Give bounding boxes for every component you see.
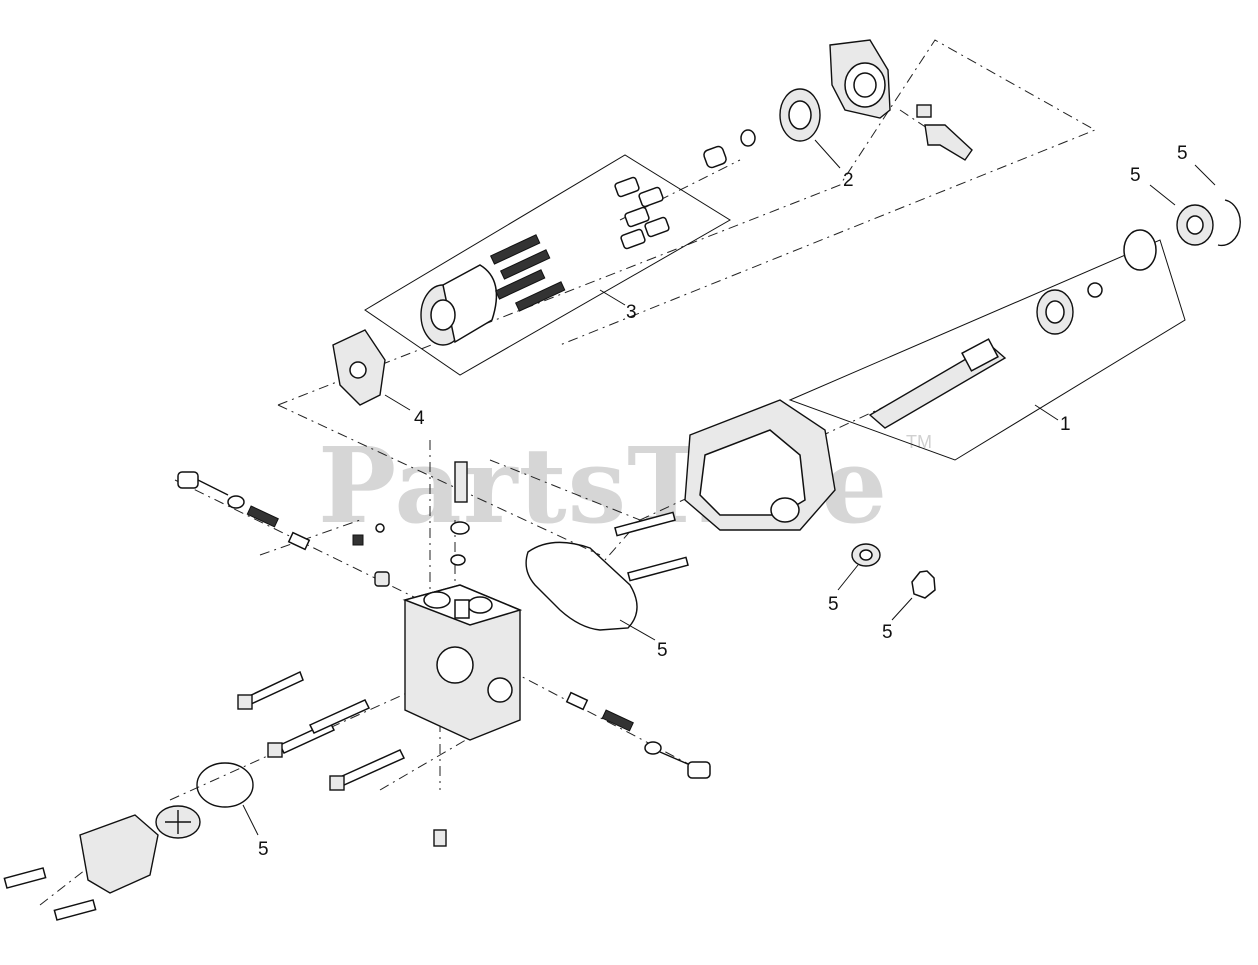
- shaft-seals: [1123, 199, 1241, 271]
- leader-lines: [242, 139, 1216, 836]
- dowel-pin: [614, 511, 676, 537]
- callout-3: 3: [626, 302, 637, 323]
- oring-small: [740, 129, 756, 147]
- kit-outlines: [364, 154, 1186, 461]
- swashplate-group: [703, 39, 973, 169]
- retaining-ring: [1217, 199, 1241, 247]
- relief-valve-right: [565, 691, 711, 779]
- relief-valve-left: [177, 471, 311, 551]
- rotating-group: [420, 176, 670, 346]
- callout-1: 1: [1060, 414, 1071, 435]
- charge-fitting: [352, 461, 470, 587]
- callout-5-e: 5: [657, 640, 668, 661]
- shaft-assembly: [868, 282, 1103, 429]
- callout-4: 4: [414, 408, 425, 429]
- callout-5-a: 5: [1130, 165, 1141, 186]
- retaining-clip: [911, 570, 936, 599]
- charge-oring: [196, 762, 254, 808]
- callout-5-b: 5: [1177, 143, 1188, 164]
- charge-cover: [79, 814, 159, 894]
- control-shaft: [924, 124, 973, 161]
- side-seals: [851, 543, 936, 599]
- callouts: 1 2 3 4 5 5 5 5 5 5: [258, 143, 1188, 860]
- pump-housing: [614, 399, 836, 582]
- callout-5-d: 5: [882, 622, 893, 643]
- spring-small: [703, 145, 727, 169]
- shaft-kit-outline: [788, 239, 1186, 461]
- end-cap: [402, 584, 523, 741]
- watermark-tm: TM: [906, 432, 932, 452]
- housing-gasket: [525, 541, 638, 631]
- callout-5-c: 5: [828, 594, 839, 615]
- rotating-group-kit-outline: [364, 154, 731, 376]
- callout-5-f: 5: [258, 839, 269, 860]
- callout-2: 2: [843, 170, 854, 191]
- charge-pump: [3, 762, 254, 921]
- valve-plate: [332, 329, 386, 406]
- piston-springs: [489, 234, 566, 312]
- pistons: [614, 176, 670, 250]
- dowel-pin-2: [627, 556, 689, 582]
- bolts: [237, 670, 447, 847]
